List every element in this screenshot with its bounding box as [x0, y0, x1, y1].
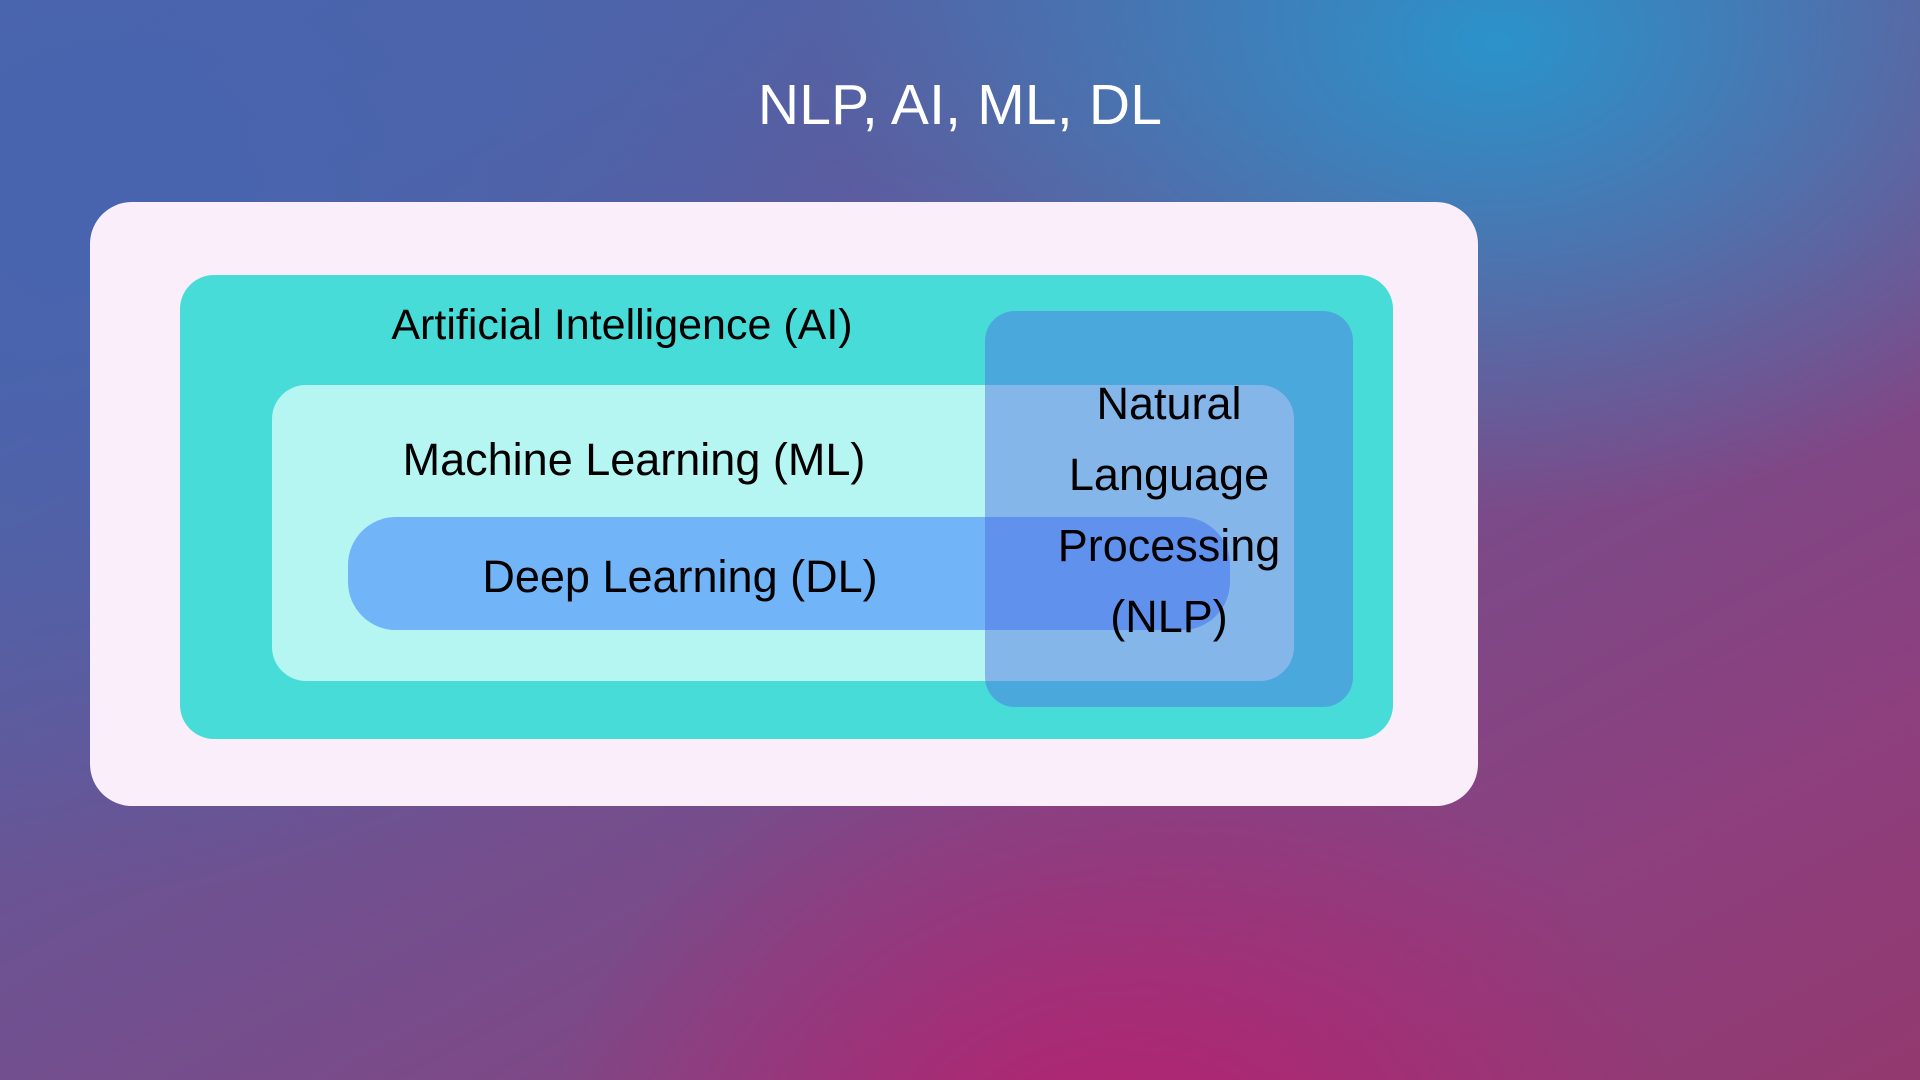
deep-learning-label: Deep Learning (DL) — [482, 551, 878, 602]
natural-language-processing-label: Natural Language Processing (NLP) — [985, 368, 1353, 652]
nlp-label-line-1: Natural — [1096, 378, 1242, 429]
artificial-intelligence-label: Artificial Intelligence (AI) — [391, 301, 853, 349]
page-title: NLP, AI, ML, DL — [757, 73, 1163, 137]
nlp-label-line-4: (NLP) — [1110, 591, 1228, 643]
deep-learning-box — [348, 517, 1230, 630]
nlp-label-line-2: Language — [1068, 449, 1270, 501]
nlp-label-line-3: Processing — [1057, 520, 1281, 572]
machine-learning-label: Machine Learning (ML) — [402, 434, 866, 485]
natural-language-processing-box — [985, 311, 1353, 707]
